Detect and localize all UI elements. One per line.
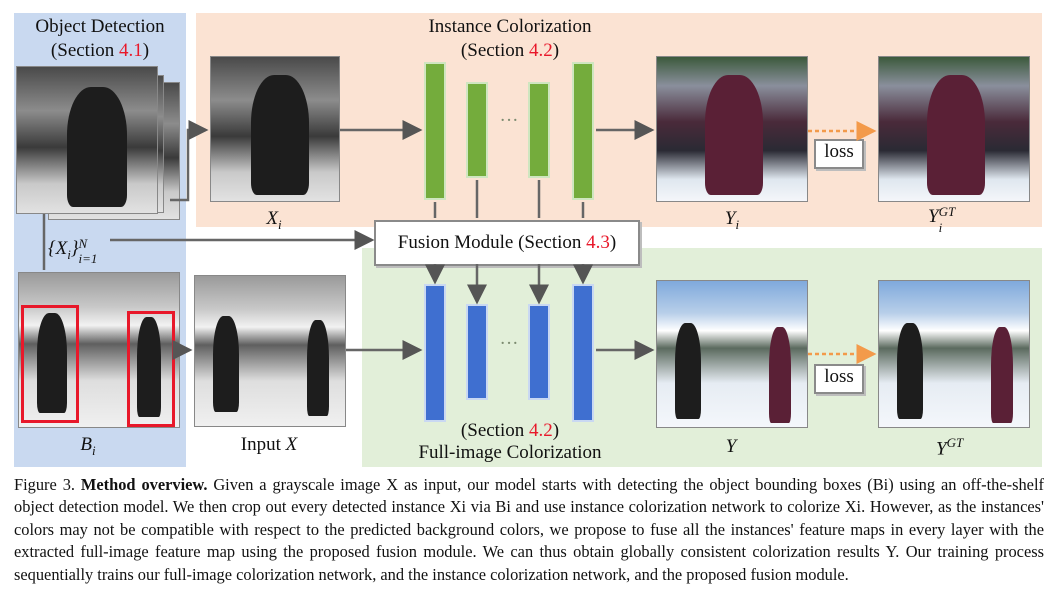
full-layer-2 (466, 304, 488, 400)
person-right-silhouette (769, 327, 791, 423)
instance-layer-3 (528, 82, 550, 178)
full-layer-3 (528, 304, 550, 400)
bounding-box-right (127, 311, 175, 427)
input-grayscale-image (194, 275, 346, 427)
instance-loss-box: loss (814, 139, 864, 169)
connector-arrows (42, 120, 877, 364)
instance-layer-1 (424, 62, 446, 200)
instance-colorization-title: Instance Colorization (428, 16, 592, 37)
skier-silhouette (251, 75, 309, 195)
object-detection-title: Object Detection (35, 16, 165, 37)
person-right-silhouette (137, 317, 161, 417)
object-detection-section: (Section 4.1) (50, 40, 150, 61)
xi-label: Xi (266, 208, 282, 232)
instance-layer-4 (572, 62, 594, 200)
full-layer-4 (572, 284, 594, 422)
full-image-section: (Section 4.2) (460, 420, 560, 441)
instance-layer-ellipsis: ··· (499, 110, 519, 131)
full-output-y-image (656, 280, 808, 428)
instance-ground-truth-image (878, 56, 1030, 202)
instance-colorization-section: (Section 4.2) (460, 40, 560, 61)
person-left-silhouette (897, 323, 923, 419)
person-right-silhouette (307, 320, 329, 416)
full-layer-1 (424, 284, 446, 422)
skier-silhouette (67, 87, 127, 207)
arrow-stack-to-xi (170, 120, 209, 202)
y-label: Y (725, 436, 737, 457)
bbox-detection-image (18, 272, 180, 428)
full-image-title: Full-image Colorization (418, 442, 602, 463)
full-loss-box: loss (814, 364, 864, 394)
person-right-silhouette (991, 327, 1013, 423)
person-left-silhouette (37, 313, 67, 413)
full-layer-ellipsis: ··· (499, 333, 519, 354)
instance-layer-2 (466, 82, 488, 178)
person-left-silhouette (213, 316, 239, 412)
full-ground-truth-image (878, 280, 1030, 428)
bounding-box-left (21, 305, 79, 423)
figure-caption: Figure 3. Method overview. Given a grays… (14, 475, 1044, 584)
bi-label: Bi (80, 434, 96, 458)
ygt-label: YGT (936, 435, 964, 460)
yi-label: Yi (724, 208, 740, 232)
person-left-silhouette (675, 323, 701, 419)
fusion-module-box: Fusion Module (Section 4.3) (374, 220, 640, 266)
instance-xi-image (210, 56, 340, 202)
instance-crop-stack-front (16, 66, 158, 214)
input-x-label: Input X (240, 434, 298, 455)
skier-silhouette (705, 75, 763, 195)
instance-output-yi-image (656, 56, 808, 202)
skier-silhouette (927, 75, 985, 195)
